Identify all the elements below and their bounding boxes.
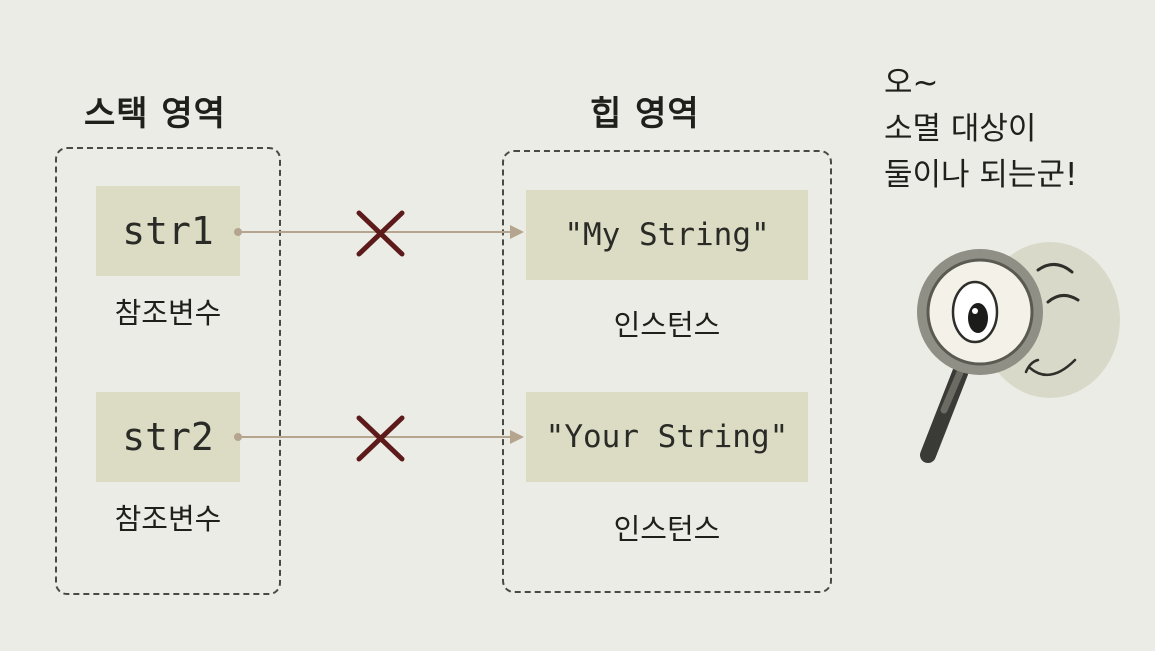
stack-var-str1: str1 — [96, 186, 240, 276]
heap-instance-your-string-caption: 인스턴스 — [613, 512, 721, 546]
stack-var-str2-caption: 참조변수 — [114, 502, 222, 536]
stack-region-title: 스택 영역 — [84, 94, 226, 134]
heap-instance-your-string: "Your String" — [526, 392, 808, 482]
magnifying-glass-mascot-icon — [917, 242, 1120, 463]
mascot-speech: 오~ 소멸 대상이 둘이나 되는군! — [884, 60, 1077, 198]
speech-line-3: 둘이나 되는군! — [884, 157, 1078, 193]
speech-line-1: 오~ — [884, 65, 939, 101]
heap-region-title: 힙 영역 — [590, 94, 700, 134]
heap-instance-my-string: "My String" — [526, 190, 808, 280]
heap-instance-my-string-caption: 인스턴스 — [613, 308, 721, 342]
heap-region-box — [502, 150, 832, 593]
stack-var-str1-caption: 참조변수 — [114, 296, 222, 330]
cross-mark-icon — [356, 210, 405, 257]
cross-mark-icon — [356, 415, 405, 462]
stack-region-box — [55, 147, 281, 595]
speech-line-2: 소멸 대상이 — [884, 111, 1037, 147]
stack-var-str2: str2 — [96, 392, 240, 482]
